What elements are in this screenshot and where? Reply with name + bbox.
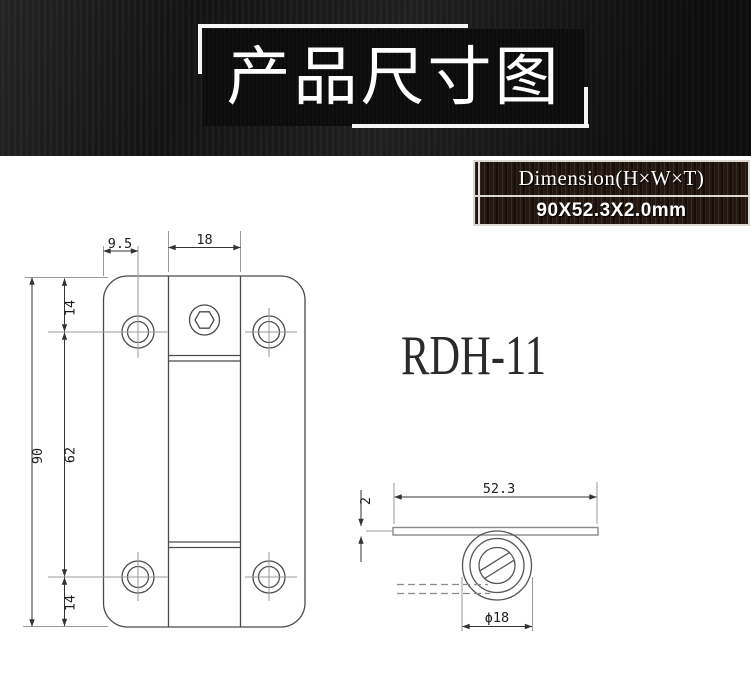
spec-table-value: 90X52.3X2.0mm — [536, 199, 687, 221]
bracket-top-left-horizontal — [198, 24, 468, 28]
bracket-bottom-right-vertical — [584, 87, 588, 128]
model-label: RDH-11 — [401, 325, 547, 387]
spec-table: Dimension(H×W×T) 90X52.3X2.0mm — [473, 160, 750, 226]
front-view: 9.5 18 90 14 62 14 — [23, 231, 306, 628]
hidden-leaf-dashed-lines — [397, 583, 490, 595]
spec-table-inner-border — [478, 162, 480, 224]
page-title: 产品尺寸图 — [226, 41, 562, 113]
dim-width: 52.3 — [483, 481, 516, 497]
dim-top-hole-offset: 14 — [63, 300, 79, 316]
dim-knuckle-width: 18 — [196, 232, 212, 248]
dim-thickness: 2 — [358, 497, 374, 505]
hinge-plate-outline — [102, 275, 306, 628]
bracket-top-left-vertical — [198, 24, 202, 74]
hinge-barrel — [461, 530, 533, 601]
side-extension-lines — [366, 482, 598, 631]
side-view: 52.3 2 ϕ18 — [358, 481, 599, 631]
header-banner: 产品尺寸图 — [0, 0, 751, 156]
front-dimensions: 9.5 18 90 14 62 14 — [29, 232, 241, 627]
dim-bottom-hole-offset: 14 — [63, 595, 79, 611]
title-box: 产品尺寸图 — [203, 29, 585, 126]
dim-hole-spacing: 62 — [63, 447, 79, 463]
dim-hole-offset: 9.5 — [108, 236, 132, 252]
spec-table-header: Dimension(H×W×T) — [475, 162, 748, 197]
screw-holes — [121, 315, 286, 594]
hex-socket-hole — [188, 304, 221, 336]
bracket-bottom-right-horizontal — [352, 124, 589, 128]
side-dimensions: 52.3 2 ϕ18 — [358, 481, 597, 630]
dim-height: 90 — [30, 448, 46, 464]
dim-barrel-diameter: ϕ18 — [485, 610, 509, 626]
